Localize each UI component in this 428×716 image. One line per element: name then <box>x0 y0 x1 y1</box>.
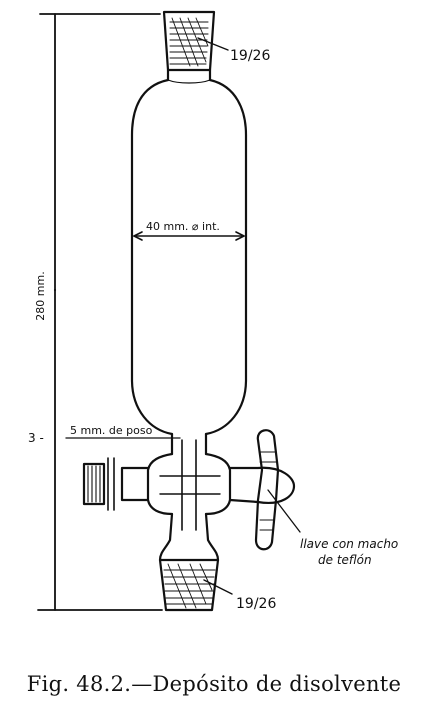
bottom-ground-joint <box>158 558 233 612</box>
diameter-label: 40 mm. ⌀ int. <box>146 220 220 233</box>
side-mark-label: 3 - <box>28 431 44 445</box>
bottom-joint-label: 19/26 <box>236 596 276 612</box>
top-joint-label: 19/26 <box>230 48 270 64</box>
depth-label: 5 mm. de poso <box>70 424 153 437</box>
height-dimension-line <box>37 13 163 611</box>
top-ground-joint <box>162 10 229 82</box>
stopcock-label-line2: de teflón <box>318 553 372 567</box>
stopcock-label-line1: llave con macho <box>300 537 398 551</box>
lower-stem <box>158 512 220 562</box>
height-label: 280 mm. <box>34 271 47 320</box>
stopcock-assembly <box>65 429 301 551</box>
reservoir-body <box>130 78 248 456</box>
figure-caption: Fig. 48.2.—Depósito de disolvente <box>26 672 402 696</box>
